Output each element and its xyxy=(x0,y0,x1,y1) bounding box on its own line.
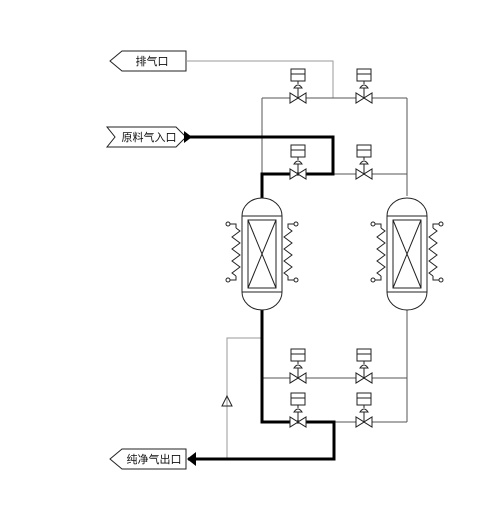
coil-terminal xyxy=(370,221,376,227)
coil-lead xyxy=(375,276,382,281)
actuator-box xyxy=(290,392,306,406)
actuator-box xyxy=(356,144,372,158)
coil-lead xyxy=(287,276,294,281)
heater-coil-icon xyxy=(370,221,386,283)
valve-icon xyxy=(355,144,373,180)
coil-zigzag xyxy=(283,227,293,277)
exhaust-label: 排气口 xyxy=(136,54,169,68)
valve-icon xyxy=(289,68,307,104)
feed-flow-line xyxy=(186,135,335,200)
bypass-line xyxy=(226,337,262,459)
coil-lead xyxy=(230,276,237,281)
valve-icon xyxy=(355,348,373,384)
heater-coil-icon xyxy=(283,221,299,283)
valve-half xyxy=(289,372,299,384)
actuator-icon xyxy=(290,392,306,408)
coil-zigzag xyxy=(231,227,241,277)
heater-coil-icon xyxy=(225,221,241,283)
actuator-icon xyxy=(290,348,306,364)
product-outlet-flag: 纯净气出口 xyxy=(109,448,187,470)
coil-terminal xyxy=(370,277,376,283)
coil-terminal xyxy=(225,277,231,283)
valve-half xyxy=(363,168,373,180)
coil-terminal xyxy=(225,221,231,227)
valve-half xyxy=(297,168,307,180)
valve-half xyxy=(355,372,365,384)
valve-diaphragm xyxy=(359,160,369,165)
valve-icon xyxy=(289,348,307,384)
valve-half xyxy=(289,416,299,428)
actuator-box xyxy=(356,68,372,82)
valve-half xyxy=(355,92,365,104)
exhaust-line xyxy=(186,60,334,98)
valve-icon xyxy=(355,392,373,428)
coil-zigzag xyxy=(376,227,386,277)
adsorber-tower-left xyxy=(225,197,299,311)
bed-cross xyxy=(392,219,422,289)
valve-diaphragm xyxy=(359,364,369,369)
actuator-box xyxy=(290,68,306,82)
actuator-icon xyxy=(356,144,372,160)
adsorber-tower-icon xyxy=(386,197,428,311)
valve-icon xyxy=(289,392,307,428)
coil-lead xyxy=(230,223,237,228)
flag-arrow-icon xyxy=(105,126,187,148)
valve-diaphragm xyxy=(293,364,303,369)
actuator-box xyxy=(356,392,372,406)
valve-half xyxy=(289,168,299,180)
valve-diaphragm xyxy=(293,84,303,89)
valve-half xyxy=(297,416,307,428)
valve-half xyxy=(363,416,373,428)
product-flow-line xyxy=(188,307,336,461)
arrow-icon xyxy=(184,131,192,143)
feed-inlet-label: 原料气入口 xyxy=(122,130,177,144)
valve-diaphragm xyxy=(293,160,303,165)
valve-diaphragm xyxy=(293,408,303,413)
actuator-icon xyxy=(356,68,372,84)
valve-half xyxy=(289,92,299,104)
coil-terminal xyxy=(438,221,444,227)
control-valves xyxy=(289,68,373,428)
valve-icon xyxy=(355,68,373,104)
coil-lead xyxy=(432,276,439,281)
exhaust-flag: 排气口 xyxy=(109,50,187,72)
product-outlet-label: 纯净气出口 xyxy=(127,452,182,466)
valve-half xyxy=(355,416,365,428)
coil-terminal xyxy=(293,277,299,283)
valve-half xyxy=(363,372,373,384)
actuator-box xyxy=(356,348,372,362)
valve-diaphragm xyxy=(359,84,369,89)
coil-terminal xyxy=(293,221,299,227)
actuator-box xyxy=(290,144,306,158)
valve-half xyxy=(297,92,307,104)
coil-terminal xyxy=(438,277,444,283)
valve-half xyxy=(355,168,365,180)
feed-inlet-flag: 原料气入口 xyxy=(105,126,187,148)
valve-half xyxy=(297,372,307,384)
adsorber-tower-right xyxy=(370,197,444,311)
heater-coil-icon xyxy=(428,221,444,283)
valve-icon xyxy=(289,144,307,180)
coil-lead xyxy=(375,223,382,228)
valve-diaphragm xyxy=(359,408,369,413)
valve-half xyxy=(363,92,373,104)
adsorber-tower-icon xyxy=(241,197,283,311)
check-valve-icon xyxy=(221,394,233,407)
main-flow-path xyxy=(184,131,336,466)
actuator-box xyxy=(290,348,306,362)
arrow-icon xyxy=(187,452,196,466)
actuator-icon xyxy=(290,68,306,84)
flag-arrow-icon xyxy=(109,448,187,470)
actuator-icon xyxy=(356,392,372,408)
actuator-icon xyxy=(290,144,306,160)
coil-lead xyxy=(287,223,294,228)
coil-lead xyxy=(432,223,439,228)
bed-cross xyxy=(247,219,277,289)
coil-zigzag xyxy=(428,227,438,277)
actuator-icon xyxy=(356,348,372,364)
